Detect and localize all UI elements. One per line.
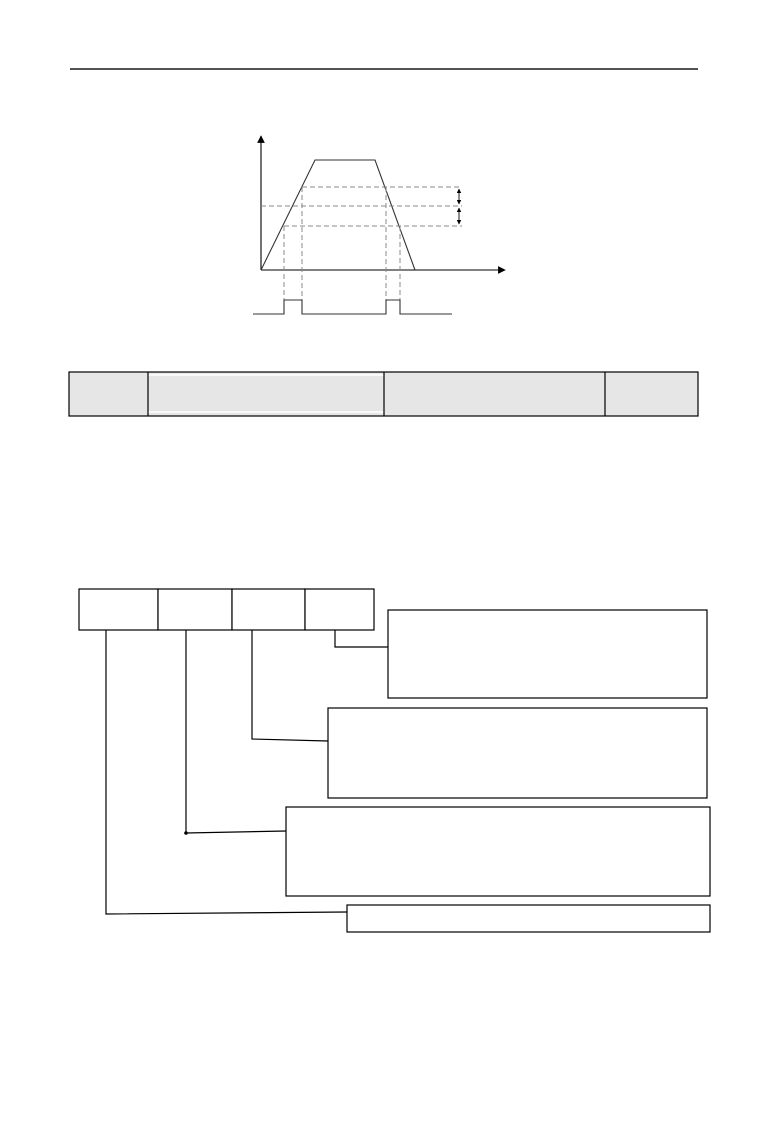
waveform-figure <box>253 135 506 315</box>
digit-cell-hundreds <box>157 588 233 631</box>
digit-cell-tens <box>231 588 306 631</box>
hundreds-description-box <box>285 806 711 897</box>
frequency-curve <box>260 159 416 271</box>
units-description-box <box>387 609 708 699</box>
output-signal <box>253 299 452 315</box>
code-structure-diagram <box>78 588 711 933</box>
digit-cell-thousands <box>78 588 159 631</box>
digit-cell-units <box>304 588 375 631</box>
thousands-leader-line <box>105 630 348 915</box>
thousands-description-box <box>346 904 711 933</box>
tens-leader-line <box>251 630 329 742</box>
tens-description-box <box>327 707 708 799</box>
parameter-table <box>68 371 699 417</box>
hundreds-leader-dot <box>184 831 188 835</box>
units-leader-line <box>334 630 388 648</box>
hundreds-leader-line <box>185 630 287 834</box>
